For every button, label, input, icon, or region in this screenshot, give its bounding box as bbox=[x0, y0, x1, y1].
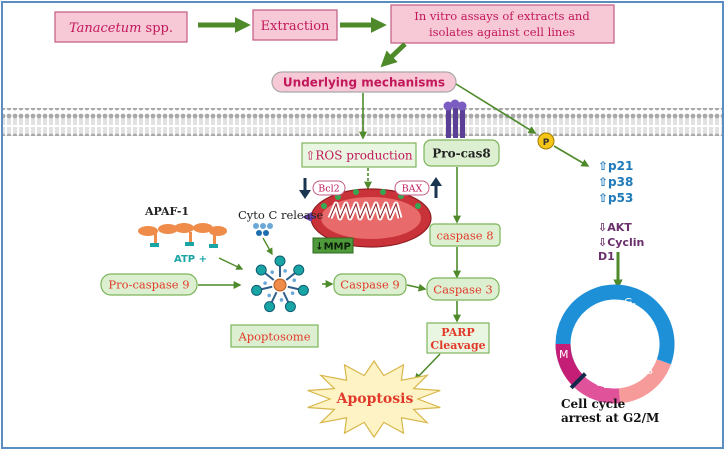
extraction-box: Extraction bbox=[252, 9, 338, 41]
p38-label: ⇧p38 bbox=[598, 175, 633, 189]
bcl2-down-arrowhead bbox=[299, 190, 311, 199]
apoptosome-head bbox=[251, 284, 263, 296]
cycle-arc-s bbox=[618, 358, 671, 404]
apoptosome-dot bbox=[263, 281, 267, 285]
apoptosome-head bbox=[274, 255, 286, 267]
caspase8-box: caspase 8 bbox=[429, 223, 501, 247]
apaf1-proteins bbox=[138, 223, 227, 248]
extraction-label: Extraction bbox=[261, 19, 330, 34]
arrow-to-phospho bbox=[455, 83, 537, 134]
apoptosis-burst: Apoptosis bbox=[307, 359, 441, 439]
parp-box: PARP Cleavage bbox=[426, 322, 490, 354]
invitro-line-2: isolates against cell lines bbox=[429, 25, 575, 39]
phase-s-label: S bbox=[646, 364, 653, 377]
apoptosome-dot bbox=[283, 269, 287, 273]
procaspase9-label: Pro-caspase 9 bbox=[108, 278, 189, 292]
ros-box: ⇧ROS production bbox=[301, 142, 417, 168]
apoptosome-dot bbox=[270, 270, 274, 274]
bax-up-arrowhead bbox=[430, 177, 442, 186]
arrow-apaf-to-apoptosome bbox=[218, 257, 244, 270]
cell-cycle-ring bbox=[555, 284, 675, 404]
phosphorylation-badge: P bbox=[537, 132, 555, 150]
apoptosome-wheel bbox=[251, 255, 309, 313]
parp-line-1: PARP bbox=[441, 326, 474, 339]
apaf1-label: APAF-1 bbox=[144, 205, 189, 218]
apoptosome-box: Apoptosome bbox=[230, 324, 319, 348]
apoptosis-label: Apoptosis bbox=[336, 391, 414, 407]
apoptosome-head bbox=[293, 264, 305, 276]
phospho-label: P bbox=[543, 138, 550, 148]
procas8-box: Pro-cas8 bbox=[423, 139, 500, 167]
arrow-cytoc-to-apoptosome bbox=[262, 237, 273, 256]
bax-label: BAX bbox=[402, 184, 423, 195]
bax-tag: BAX bbox=[394, 180, 430, 196]
caspase9-label: Caspase 9 bbox=[340, 278, 399, 292]
apoptosome-dot bbox=[292, 278, 297, 283]
cyclin-label: ⇩Cyclin bbox=[598, 236, 644, 249]
p53-label: ⇧p53 bbox=[598, 191, 633, 205]
death-receptor bbox=[443, 99, 467, 138]
procas8-label: Pro-cas8 bbox=[432, 147, 491, 161]
caspase3-box: Caspase 3 bbox=[426, 277, 500, 301]
phase-g1-label: G1 bbox=[624, 296, 637, 310]
apoptosome-label: Apoptosome bbox=[237, 330, 310, 344]
tanacetum-suffix: spp. bbox=[141, 21, 173, 36]
d1-label: D1 bbox=[598, 250, 615, 263]
akt-label: ⇩AKT bbox=[598, 221, 632, 234]
apoptosome-head bbox=[264, 301, 276, 313]
arrest-line-2: arrest at G2/M bbox=[561, 411, 659, 425]
invitro-box: In vitro assays of extracts and isolates… bbox=[390, 4, 615, 44]
invitro-line-1: In vitro assays of extracts and bbox=[414, 9, 590, 23]
apoptosome-dot bbox=[279, 298, 284, 302]
apoptosome-head bbox=[297, 284, 309, 296]
cycle-arc-m bbox=[555, 343, 584, 387]
arrow-to-p53-group bbox=[553, 145, 590, 167]
arrow-to-mechanisms bbox=[380, 42, 407, 68]
bcl2-label: Bcl2 bbox=[318, 184, 339, 195]
arrest-line-1: Cell cycle bbox=[561, 397, 626, 411]
svg-text:Tanacetum spp.: Tanacetum spp. bbox=[69, 21, 173, 36]
mechanisms-pill: Underlying mechanisms bbox=[271, 71, 457, 93]
parp-line-2: Cleavage bbox=[430, 339, 485, 352]
ros-label: ⇧ROS production bbox=[305, 149, 413, 163]
caspase3-label: Caspase 3 bbox=[433, 283, 492, 297]
cycle-arc-g2 bbox=[572, 375, 621, 404]
caspase8-label: caspase 8 bbox=[436, 229, 493, 243]
mechanisms-label: Underlying mechanisms bbox=[283, 76, 445, 90]
phase-g2-label: G2 bbox=[595, 376, 608, 390]
apoptosome-head bbox=[255, 264, 267, 276]
tanacetum-genus: Tanacetum bbox=[69, 21, 141, 36]
mitochondrion bbox=[310, 188, 432, 248]
caspase9-box: Caspase 9 bbox=[333, 273, 407, 296]
apoptosome-dot bbox=[267, 293, 272, 298]
apoptosome-head bbox=[284, 301, 296, 313]
phase-m-label: M bbox=[559, 348, 569, 361]
procaspase9-box: Pro-caspase 9 bbox=[100, 273, 198, 296]
apoptosome-hub bbox=[273, 278, 287, 292]
apoptosome-dot bbox=[290, 291, 295, 295]
cytoc-label: Cyto C release bbox=[238, 208, 323, 222]
tanacetum-box: Tanacetum spp. bbox=[54, 11, 188, 43]
arrow-caspase9-to-caspase3 bbox=[406, 283, 427, 292]
bcl2-tag: Bcl2 bbox=[312, 180, 346, 196]
mmp-label: ↓MMP bbox=[315, 242, 351, 253]
cycle-arc-g1 bbox=[555, 284, 675, 374]
arrow-to-apoptosis bbox=[413, 353, 441, 382]
cytochrome-c-cluster bbox=[253, 223, 273, 236]
atp-label: ATP + bbox=[174, 254, 207, 265]
mmp-tag: ↓MMP bbox=[312, 237, 354, 254]
cycle-arrest-marker bbox=[569, 372, 587, 390]
p21-label: ⇧p21 bbox=[598, 159, 633, 173]
